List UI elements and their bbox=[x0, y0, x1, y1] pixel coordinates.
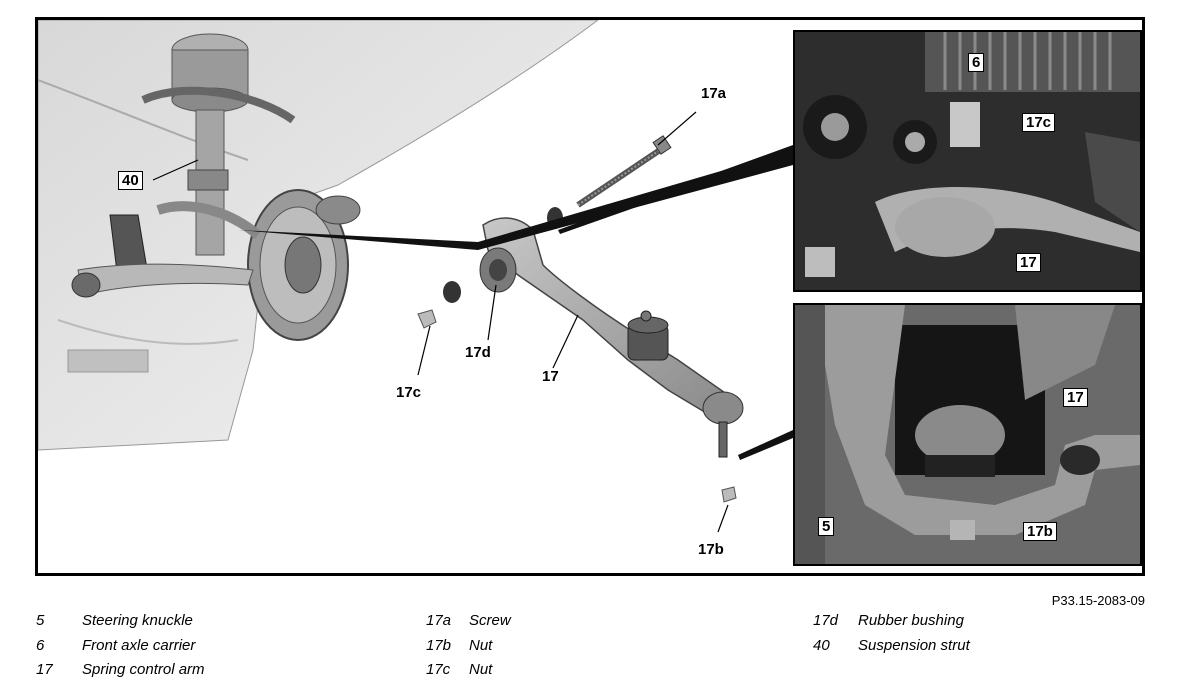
legend-text: Steering knuckle bbox=[82, 612, 193, 629]
legend-number: 17 bbox=[36, 661, 53, 678]
figure-frame: 17a 17c 17d 17 17b 40 6 17c 17 17 5 17b bbox=[35, 17, 1145, 576]
spring-control-arm-17 bbox=[479, 217, 744, 458]
legend-number: 6 bbox=[36, 637, 45, 654]
callout-photo-top-17: 17 bbox=[1016, 253, 1041, 272]
legend-number: 17b bbox=[426, 637, 452, 654]
vehicle-body-outline bbox=[38, 20, 599, 451]
callout-photo-5: 5 bbox=[818, 517, 835, 536]
legend-text: Rubber bushing bbox=[858, 612, 964, 629]
exploded-view-drawing bbox=[38, 20, 793, 533]
callout-17: 17 bbox=[542, 368, 559, 385]
legend-text: Nut bbox=[469, 661, 493, 678]
figure-reference-code: P33.15-2083-09 bbox=[1051, 593, 1145, 608]
detail-photo-steering-knuckle bbox=[793, 303, 1142, 566]
suspension-strut-40 bbox=[141, 33, 296, 256]
legend-number: 17a bbox=[426, 612, 452, 629]
legend-number: 17d bbox=[813, 612, 839, 629]
legend-text: Screw bbox=[469, 612, 511, 629]
callout-photo-17b: 17b bbox=[1023, 522, 1057, 541]
left-lower-components bbox=[71, 201, 262, 298]
callout-photo-6: 6 bbox=[968, 53, 985, 72]
legend-number: 17c bbox=[426, 661, 451, 678]
legend-text: Spring control arm bbox=[82, 661, 205, 678]
legend-text: Front axle carrier bbox=[82, 637, 196, 654]
detail-connectors bbox=[238, 145, 793, 460]
washers-and-nuts bbox=[417, 281, 737, 503]
photo-bottom-content bbox=[795, 305, 1140, 564]
legend-number: 5 bbox=[36, 612, 45, 629]
callout-17d: 17d bbox=[465, 344, 491, 361]
legend-text: Nut bbox=[469, 637, 493, 654]
brake-disc bbox=[247, 189, 361, 341]
callout-17a: 17a bbox=[701, 85, 727, 102]
detail-photo-front-axle-carrier bbox=[793, 30, 1142, 292]
legend-number: 40 bbox=[813, 637, 830, 654]
photo-top-content bbox=[795, 32, 1140, 290]
callout-photo-bottom-17: 17 bbox=[1063, 388, 1088, 407]
legend-text: Suspension strut bbox=[858, 637, 970, 654]
callout-17b: 17b bbox=[698, 541, 724, 558]
leader-lines bbox=[152, 111, 729, 533]
callout-photo-17c: 17c bbox=[1022, 113, 1056, 132]
callout-40: 40 bbox=[118, 171, 143, 190]
callout-17c: 17c bbox=[396, 384, 422, 401]
